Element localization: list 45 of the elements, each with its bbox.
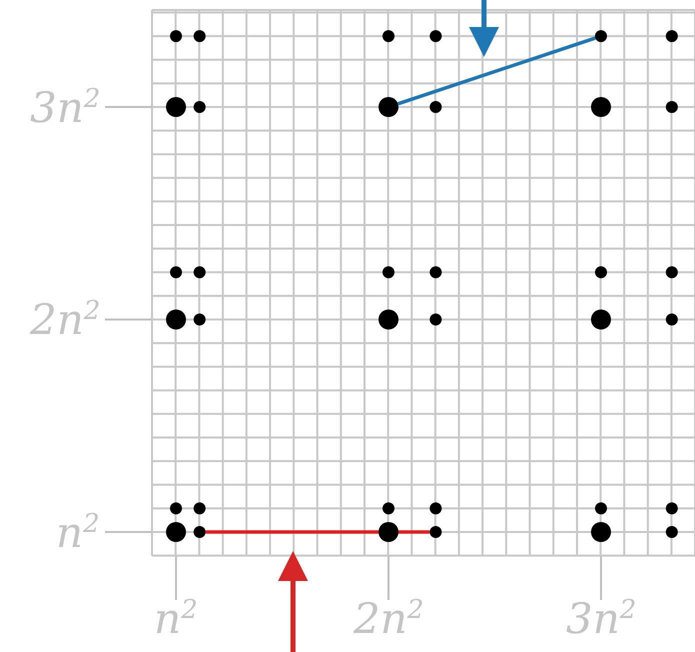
- axis-label: 3n$^{2}$: [30, 86, 100, 128]
- connector-line: [398, 530, 430, 534]
- lattice-point: [666, 30, 678, 42]
- lattice-point: [378, 522, 398, 542]
- lattice-point: [666, 502, 678, 514]
- lattice-point: [591, 310, 611, 330]
- lattice-point: [595, 30, 607, 42]
- lattice-point: [194, 30, 206, 42]
- lattice-point: [170, 266, 182, 278]
- lattice-point: [166, 522, 186, 542]
- lattice-point: [430, 266, 442, 278]
- axis-label: n$^{2}$: [154, 597, 198, 640]
- lattice-point: [430, 502, 442, 514]
- lattice-point: [170, 502, 182, 514]
- connector-line: [206, 530, 378, 534]
- lattice-point: [430, 101, 442, 113]
- lattice-point: [382, 266, 394, 278]
- axis-label: 2n$^{2}$: [30, 298, 100, 341]
- lattice-point: [430, 526, 442, 538]
- axis-label: 3n$^{2}$: [566, 597, 636, 640]
- lattice-point: [166, 310, 186, 330]
- axis-label: n$^{2}$: [56, 510, 100, 554]
- lattice-point: [194, 266, 206, 278]
- lattice-point: [591, 522, 611, 542]
- lattice-point: [666, 314, 678, 326]
- lattice-point: [591, 97, 611, 117]
- lattice-point: [666, 266, 678, 278]
- lattice-point: [194, 526, 206, 538]
- lattice-point: [430, 314, 442, 326]
- lattice-point: [194, 502, 206, 514]
- lattice-point: [378, 310, 398, 330]
- lattice-point: [382, 30, 394, 42]
- lattice-point: [194, 314, 206, 326]
- lattice-point: [166, 97, 186, 117]
- connector-line: [397, 36, 596, 106]
- lattice-point: [378, 97, 398, 117]
- lattice-point: [430, 30, 442, 42]
- lattice-point: [194, 101, 206, 113]
- lattice-point: [666, 101, 678, 113]
- lattice-point: [595, 266, 607, 278]
- lattice-point: [595, 502, 607, 514]
- lattice-point: [170, 30, 182, 42]
- axis-label: 2n$^{2}$: [354, 597, 424, 640]
- lattice-point: [382, 502, 394, 514]
- lattice-point: [666, 526, 678, 538]
